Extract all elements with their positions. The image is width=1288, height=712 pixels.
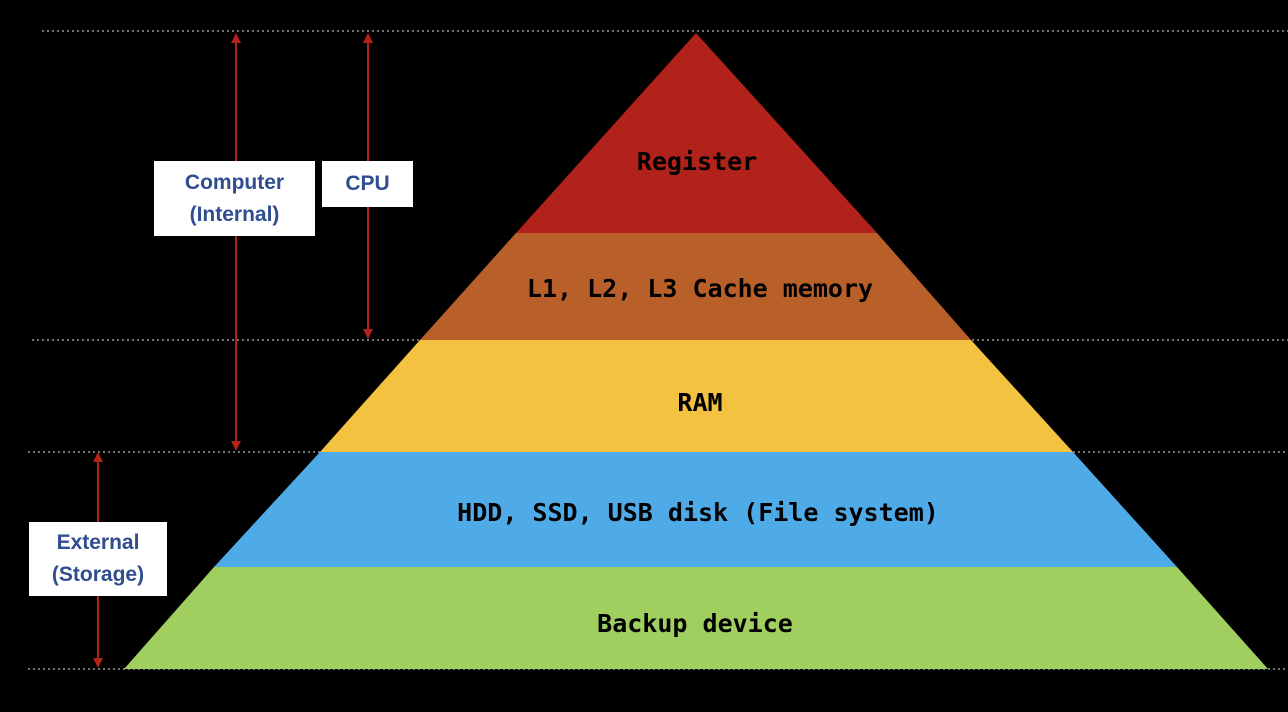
computer-label-line1: Computer: [184, 170, 285, 194]
layer-ram: [320, 340, 1073, 452]
external-storage-label: External (Storage): [29, 522, 167, 596]
layer-cache-label: L1, L2, L3 Cache memory: [527, 274, 873, 303]
layer-storage-label: HDD, SSD, USB disk (File system): [457, 498, 939, 527]
cpu-label-text: CPU: [345, 172, 390, 195]
cpu-label: CPU: [322, 161, 413, 207]
layer-ram-label: RAM: [677, 388, 722, 417]
layer-backup-label: Backup device: [597, 609, 793, 638]
computer-internal-label: Computer (Internal): [154, 161, 315, 236]
external-label-line2: (Storage): [51, 563, 145, 586]
external-label-line1: External: [56, 531, 140, 554]
layer-register-label: Register: [637, 147, 757, 176]
computer-label-line2: (Internal): [189, 202, 280, 226]
layer-cache: [420, 233, 971, 340]
layer-register: [516, 33, 877, 233]
layer-storage: [214, 452, 1177, 567]
layer-backup: [124, 567, 1268, 669]
